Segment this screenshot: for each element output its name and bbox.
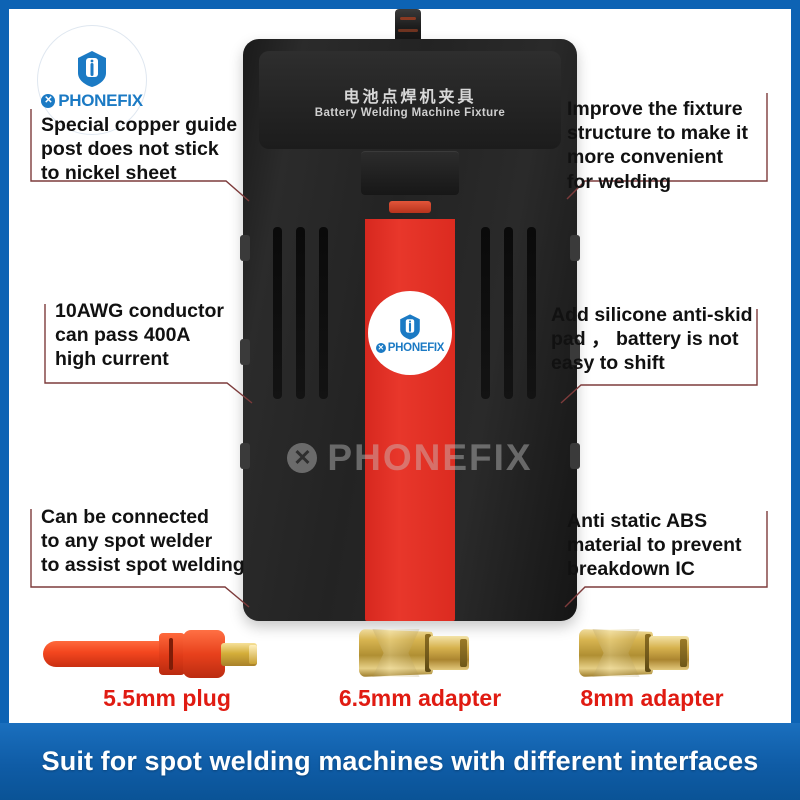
callout-text: Can be connected to any spot welder to a… — [41, 506, 245, 577]
device-top-plate: 电池点焊机夹具 Battery Welding Machine Fixture — [259, 51, 561, 149]
bottom-banner: Suit for spot welding machines with diff… — [0, 723, 800, 800]
brand-wordmark: ✕ PHONEFIX — [41, 91, 143, 111]
callout-copper-guide-post: Special copper guide post does not stick… — [31, 113, 253, 186]
callout-improve-fixture-structure: Improve the fixture structure to make it… — [567, 97, 767, 194]
vent-slot — [504, 227, 513, 399]
callout-text: 10AWG conductor can pass 400A high curre… — [55, 300, 225, 371]
adapter-8mm-image — [537, 625, 767, 681]
brand-name: PHONEFIX — [387, 341, 445, 354]
brand-wordmark: ✕ PHONEFIX — [375, 341, 445, 354]
adapter-body — [359, 629, 433, 677]
callout-silicone-anti-skid-pad: Add silicone anti-skid pad ， battery is … — [551, 303, 767, 376]
side-notch — [240, 235, 250, 261]
vent-slot — [273, 227, 282, 399]
vent-group-right — [481, 227, 536, 399]
adapter-body — [579, 629, 653, 677]
plug-collar — [159, 633, 185, 675]
plug-shaft — [43, 641, 165, 667]
callout-conductor-current: 10AWG conductor can pass 400A high curre… — [45, 299, 259, 372]
accessory-label: 8mm adapter — [580, 685, 724, 711]
callout-text: Special copper guide post does not stick… — [41, 114, 238, 185]
vent-slot — [319, 227, 328, 399]
device-title-chinese: 电池点焊机夹具 — [343, 89, 477, 106]
vent-group-left — [273, 227, 328, 399]
red-indicator-bar — [389, 201, 431, 213]
callout-anti-static-abs: Anti static ABS material to prevent brea… — [567, 509, 767, 582]
x-circle-icon: ✕ — [375, 342, 386, 353]
fixture-slider-block — [361, 151, 459, 195]
accessory-adapter-65mm: 6.5mm adapter — [305, 625, 535, 712]
red-center-stripe — [365, 219, 455, 621]
phonefix-wrench-phone-logo-icon — [78, 51, 106, 87]
adapter-ring — [645, 634, 651, 672]
x-circle-icon: ✕ — [41, 94, 56, 108]
plug-gold-contact — [221, 643, 257, 666]
accessory-label: 6.5mm adapter — [338, 685, 502, 711]
vent-slot — [481, 227, 490, 399]
accessory-adapter-8mm: 8mm adapter — [537, 625, 767, 712]
adapter-neck — [649, 636, 689, 670]
x-circle-icon: ✕ — [287, 443, 318, 473]
brand-name: PHONEFIX — [58, 91, 143, 110]
phonefix-wrench-phone-logo-icon — [400, 313, 420, 340]
callout-text: Improve the fixture structure to make it… — [567, 98, 748, 193]
adapter-65mm-image — [305, 625, 535, 681]
accessory-label: 5.5mm plug — [103, 685, 231, 711]
accessory-plug-55mm: 5.5mm plug — [43, 625, 291, 712]
plug-head — [183, 630, 225, 678]
callout-text: Add silicone anti-skid pad ， battery is … — [551, 304, 753, 375]
white-content-frame: ✕ PHONEFIX 电池点焊机夹具 Battery Welding Machi… — [9, 9, 791, 723]
device-center-logo-badge: ✕ PHONEFIX — [368, 291, 452, 375]
banner-text: Suit for spot welding machines with diff… — [41, 746, 759, 776]
device-body: 电池点焊机夹具 Battery Welding Machine Fixture — [240, 39, 580, 621]
vent-slot — [296, 227, 305, 399]
device-illustration: 电池点焊机夹具 Battery Welding Machine Fixture — [240, 9, 580, 621]
adapter-ring — [425, 634, 431, 672]
callout-text: Anti static ABS material to prevent brea… — [567, 510, 742, 581]
side-notch — [570, 235, 580, 261]
plug-55mm-image — [43, 625, 291, 681]
side-notch — [240, 443, 250, 469]
device-title-english: Battery Welding Machine Fixture — [314, 107, 506, 119]
vent-slot — [527, 227, 536, 399]
side-notch — [570, 443, 580, 469]
adapter-neck — [429, 636, 469, 670]
callout-connect-any-spot-welder: Can be connected to any spot welder to a… — [31, 505, 257, 578]
